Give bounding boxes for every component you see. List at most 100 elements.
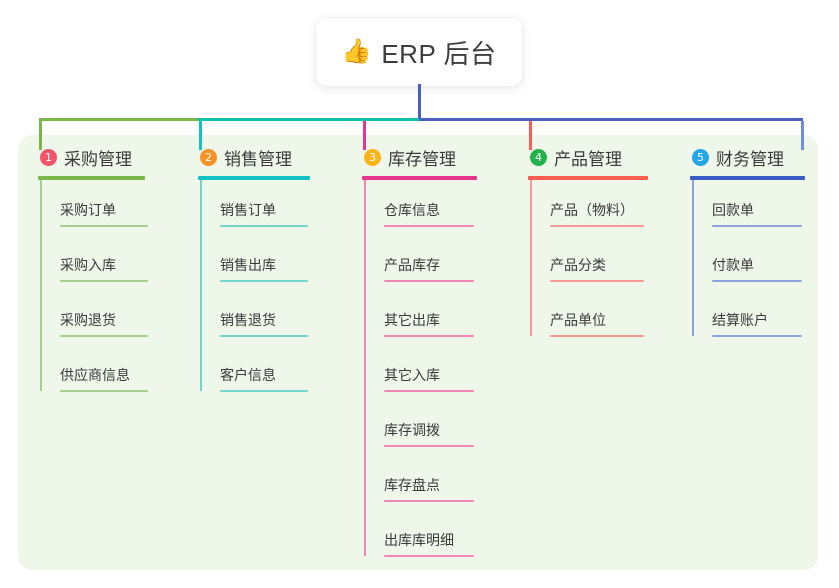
branch-items-5: 回款单付款单结算账户 bbox=[690, 180, 805, 338]
branch-items-2: 销售订单销售出库销售退货客户信息 bbox=[198, 180, 310, 393]
root-stem-line bbox=[418, 84, 421, 121]
list-item-underline bbox=[220, 280, 308, 282]
list-item[interactable]: 采购入库 bbox=[38, 255, 148, 282]
column-stub-5 bbox=[801, 121, 804, 150]
list-item-label: 销售订单 bbox=[220, 202, 276, 218]
list-item-underline bbox=[60, 225, 148, 227]
list-item-label: 产品库存 bbox=[384, 257, 440, 273]
root-node-card[interactable]: 👍 ERP 后台 bbox=[316, 18, 522, 86]
branch-column-1: 1 采购管理采购订单采购入库采购退货供应商信息 bbox=[38, 144, 148, 393]
branch-title-5: 财务管理 bbox=[716, 149, 784, 169]
list-item-underline bbox=[384, 555, 474, 557]
list-item-label: 库存调拨 bbox=[384, 422, 440, 438]
bus-segment-indigo bbox=[419, 118, 803, 121]
list-item-underline bbox=[220, 225, 308, 227]
branch-trunk-3 bbox=[364, 180, 366, 556]
branch-underline-5 bbox=[690, 176, 805, 180]
branch-column-5: 5 财务管理回款单付款单结算账户 bbox=[690, 144, 805, 338]
branch-header-4[interactable]: 4 产品管理 bbox=[528, 144, 648, 170]
branch-number-badge-4: 4 bbox=[530, 148, 547, 166]
list-item-underline bbox=[220, 335, 308, 337]
list-item[interactable]: 产品分类 bbox=[528, 255, 644, 282]
list-item-underline bbox=[712, 225, 802, 227]
bus-segment-green bbox=[39, 118, 200, 121]
list-item[interactable]: 销售出库 bbox=[198, 255, 308, 282]
branch-items-4: 产品（物料） 产品分类产品单位 bbox=[528, 180, 648, 338]
list-item[interactable]: 出库库明细 bbox=[362, 530, 474, 557]
list-item[interactable]: 采购订单 bbox=[38, 200, 148, 227]
branch-trunk-2 bbox=[200, 180, 202, 391]
branch-underline-1 bbox=[38, 176, 145, 180]
list-item-label: 采购入库 bbox=[60, 257, 116, 273]
list-item[interactable]: 销售退货 bbox=[198, 310, 308, 337]
column-stub-4 bbox=[529, 121, 532, 150]
list-item-underline bbox=[384, 445, 474, 447]
thumbs-up-icon: 👍 bbox=[341, 38, 372, 65]
column-stub-2 bbox=[199, 121, 202, 150]
list-item-underline bbox=[712, 335, 802, 337]
branch-title-4: 产品管理 bbox=[554, 149, 622, 169]
column-stub-1 bbox=[39, 121, 42, 150]
root-node-title: ERP 后台 bbox=[381, 38, 497, 69]
list-item-underline bbox=[60, 335, 148, 337]
list-item-label: 其它入库 bbox=[384, 367, 440, 383]
list-item[interactable]: 客户信息 bbox=[198, 365, 308, 392]
branch-items-1: 采购订单采购入库采购退货供应商信息 bbox=[38, 180, 148, 393]
list-item-label: 供应商信息 bbox=[60, 367, 130, 383]
list-item-underline bbox=[550, 225, 644, 227]
list-item-underline bbox=[60, 280, 148, 282]
list-item-underline bbox=[384, 225, 474, 227]
branch-title-2: 销售管理 bbox=[224, 149, 292, 169]
branch-column-4: 4 产品管理产品（物料） 产品分类产品单位 bbox=[528, 144, 648, 338]
branch-title-1: 采购管理 bbox=[64, 149, 132, 169]
list-item[interactable]: 采购退货 bbox=[38, 310, 148, 337]
bus-segment-teal bbox=[198, 118, 419, 121]
list-item[interactable]: 销售订单 bbox=[198, 200, 308, 227]
list-item-label: 仓库信息 bbox=[384, 202, 440, 218]
list-item[interactable]: 结算账户 bbox=[690, 310, 802, 337]
list-item-label: 销售退货 bbox=[220, 312, 276, 328]
list-item-label: 产品单位 bbox=[550, 312, 606, 328]
list-item-label: 采购退货 bbox=[60, 312, 116, 328]
list-item[interactable]: 付款单 bbox=[690, 255, 802, 282]
branch-underline-2 bbox=[198, 176, 310, 180]
list-item[interactable]: 其它出库 bbox=[362, 310, 474, 337]
list-item[interactable]: 库存调拨 bbox=[362, 420, 474, 447]
list-item[interactable]: 产品单位 bbox=[528, 310, 644, 337]
list-item-label: 回款单 bbox=[712, 202, 754, 218]
list-item-underline bbox=[384, 390, 474, 392]
branch-number-badge-3: 3 bbox=[364, 148, 381, 166]
branch-items-3: 仓库信息产品库存其它出库其它入库库存调拨库存盘点出库库明细 bbox=[362, 180, 477, 558]
list-item[interactable]: 产品库存 bbox=[362, 255, 474, 282]
list-item-underline bbox=[384, 280, 474, 282]
branch-header-5[interactable]: 5 财务管理 bbox=[690, 144, 805, 170]
list-item-label: 客户信息 bbox=[220, 367, 276, 383]
list-item[interactable]: 回款单 bbox=[690, 200, 802, 227]
list-item[interactable]: 产品（物料） bbox=[528, 200, 644, 227]
branch-trunk-4 bbox=[530, 180, 532, 336]
branch-trunk-1 bbox=[40, 180, 42, 391]
branch-underline-3 bbox=[362, 176, 477, 180]
branch-header-1[interactable]: 1 采购管理 bbox=[38, 144, 145, 170]
branch-number-badge-1: 1 bbox=[40, 148, 57, 166]
list-item[interactable]: 库存盘点 bbox=[362, 475, 474, 502]
list-item-underline bbox=[220, 390, 308, 392]
branch-number-badge-5: 5 bbox=[692, 148, 709, 166]
list-item-underline bbox=[550, 280, 644, 282]
list-item[interactable]: 其它入库 bbox=[362, 365, 474, 392]
list-item[interactable]: 供应商信息 bbox=[38, 365, 148, 392]
list-item-label: 出库库明细 bbox=[384, 532, 454, 548]
list-item-underline bbox=[60, 390, 148, 392]
list-item-underline bbox=[384, 335, 474, 337]
list-item[interactable]: 仓库信息 bbox=[362, 200, 474, 227]
list-item-label: 产品分类 bbox=[550, 257, 606, 273]
branch-trunk-5 bbox=[692, 180, 694, 336]
branch-underline-4 bbox=[528, 176, 648, 180]
list-item-label: 付款单 bbox=[712, 257, 754, 273]
list-item-label: 其它出库 bbox=[384, 312, 440, 328]
